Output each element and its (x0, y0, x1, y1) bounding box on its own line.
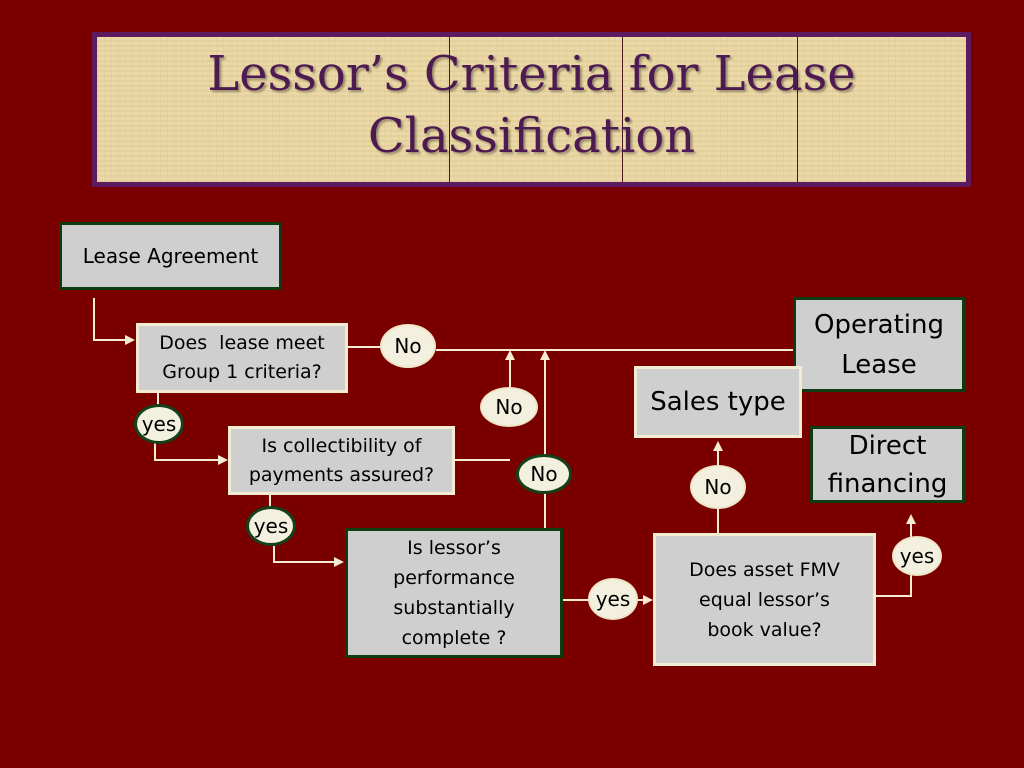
connector-yes-to-performance (273, 546, 344, 567)
banner-divider (797, 37, 798, 182)
no-oval-group1: No (380, 324, 436, 368)
direct-financing-line-2: financing (827, 468, 948, 499)
performance-box: Is lessor’s performance substantially co… (345, 528, 563, 658)
no-oval-fmv: No (690, 465, 746, 509)
slide-title-line-1: Lessor’s Criteria for Lease (207, 46, 856, 102)
yes-label: yes (595, 587, 631, 611)
sales-type-label: Sales type (650, 387, 786, 417)
no-label: No (495, 395, 523, 419)
no-oval-collectibility: No (480, 387, 538, 427)
no-label: No (394, 334, 422, 358)
performance-line-3: substantially (393, 597, 515, 619)
yes-oval-collectibility: yes (246, 506, 296, 546)
lease-agreement-box: Lease Agreement (59, 222, 282, 290)
banner-divider (622, 37, 623, 182)
group1-criteria-line-1: Does lease meet (159, 332, 325, 354)
performance-line-4: complete ? (401, 627, 507, 649)
yes-label: yes (899, 544, 935, 568)
banner-divider (449, 37, 450, 182)
yes-oval-group1: yes (134, 404, 184, 444)
performance-line-1: Is lessor’s (407, 537, 501, 559)
fmv-box: Does asset FMV equal lessor’s book value… (653, 533, 876, 666)
direct-financing-box: Direct financing (810, 426, 965, 503)
yes-oval-performance: yes (588, 578, 638, 620)
group1-criteria-box: Does lease meet Group 1 criteria? (136, 323, 348, 393)
no-label: No (530, 462, 558, 486)
fmv-line-2: equal lessor’s (699, 588, 830, 611)
yes-oval-fmv: yes (892, 536, 942, 576)
collectibility-box: Is collectibility of payments assured? (228, 426, 455, 495)
collectibility-line-2: payments assured? (248, 463, 435, 486)
slide-title-line-2: Classification (367, 108, 696, 164)
yes-label: yes (141, 412, 177, 436)
sales-type-box: Sales type (634, 366, 802, 438)
operating-lease-line-1: Operating (814, 309, 944, 340)
no-label: No (704, 475, 732, 499)
no-oval-performance: No (516, 454, 572, 494)
fmv-line-1: Does asset FMV (689, 558, 840, 581)
direct-financing-line-1: Direct (848, 430, 927, 461)
group1-criteria-line-2: Group 1 criteria? (162, 361, 322, 383)
lease-agreement-label: Lease Agreement (82, 244, 259, 268)
title-banner: Lessor’s Criteria for Lease Classificati… (92, 32, 971, 187)
connector-lease-to-group1 (93, 298, 135, 345)
operating-lease-line-2: Lease (841, 349, 917, 380)
performance-line-2: performance (393, 567, 515, 589)
slide-title: Lessor’s Criteria for Lease Classificati… (97, 43, 966, 167)
yes-label: yes (253, 514, 289, 538)
fmv-line-3: book value? (707, 618, 822, 641)
connector-yes-to-collectibility (154, 440, 228, 465)
collectibility-line-1: Is collectibility of (261, 434, 422, 457)
connector-fmv-to-yes (876, 575, 912, 597)
operating-lease-box: Operating Lease (793, 297, 965, 392)
